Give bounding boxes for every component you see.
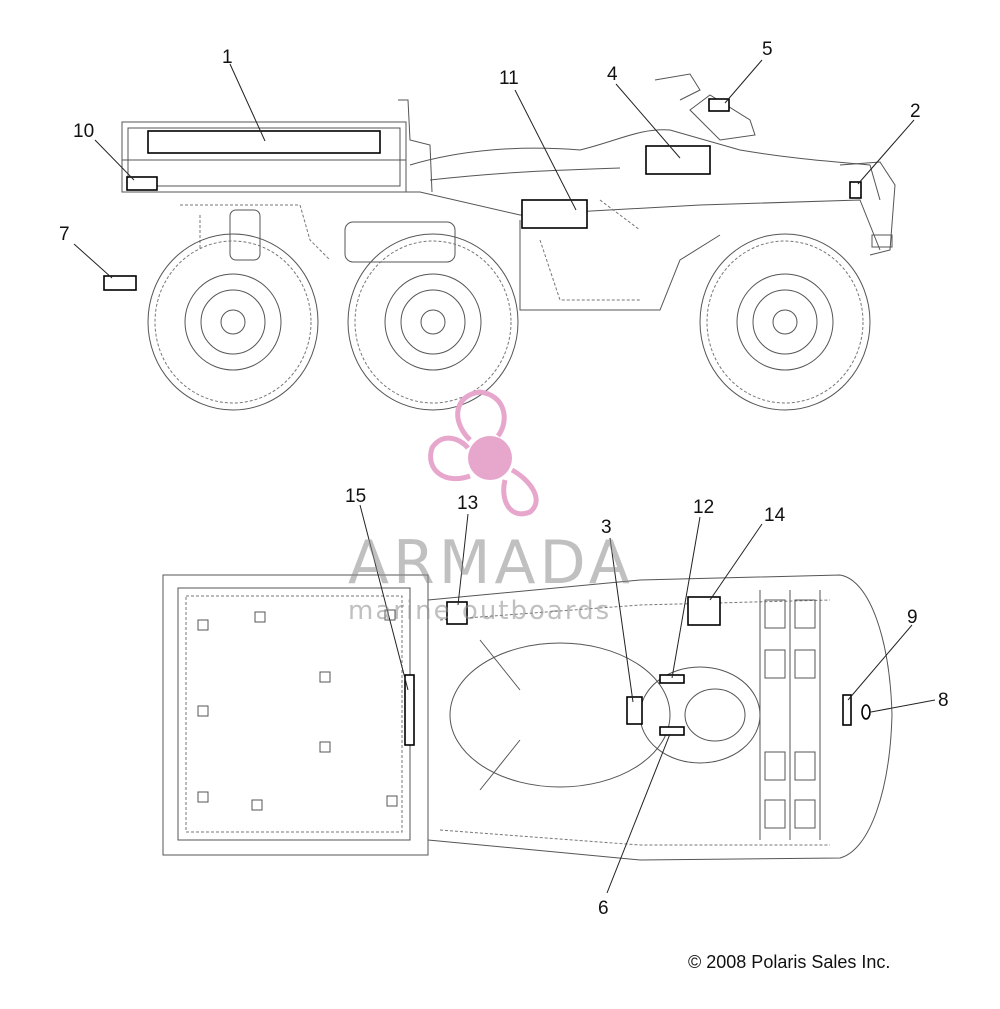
decal-13 — [446, 601, 468, 625]
decal-14 — [687, 596, 721, 626]
decal-11 — [521, 199, 588, 229]
decal-12 — [659, 674, 685, 684]
wheel-rear-1 — [147, 233, 319, 411]
decal-10 — [126, 176, 158, 191]
callout-5: 5 — [762, 39, 773, 60]
callout-8: 8 — [938, 690, 949, 711]
decal-6 — [659, 726, 685, 736]
decal-8 — [861, 704, 871, 720]
decal-15 — [404, 674, 415, 746]
callout-7: 7 — [59, 224, 70, 245]
decal-3 — [626, 696, 643, 725]
propeller-logo — [428, 389, 539, 517]
callout-10: 10 — [73, 121, 94, 142]
callout-6: 6 — [598, 898, 609, 919]
callout-12: 12 — [693, 497, 714, 518]
callout-1: 1 — [222, 47, 233, 68]
wheel-rear-2 — [347, 233, 519, 411]
callout-4: 4 — [607, 64, 618, 85]
watermark-tagline: marine outboards — [348, 596, 612, 626]
decal-5 — [708, 98, 730, 112]
callout-14: 14 — [764, 505, 786, 526]
side-view-vehicle — [121, 73, 896, 411]
wheel-front — [699, 233, 871, 411]
decal-2 — [849, 181, 862, 199]
decal-4 — [645, 145, 711, 175]
callout-3: 3 — [601, 517, 612, 538]
decal-9 — [842, 694, 852, 726]
watermark-brand: ARMADA — [348, 528, 634, 598]
callout-11: 11 — [499, 68, 519, 89]
decal-1 — [147, 130, 381, 154]
callout-15: 15 — [345, 486, 366, 507]
callout-13: 13 — [457, 493, 478, 514]
copyright-text: © 2008 Polaris Sales Inc. — [688, 952, 891, 972]
callout-2: 2 — [910, 101, 921, 122]
decal-7 — [103, 275, 137, 291]
callout-9: 9 — [907, 607, 918, 628]
cargo-box-top — [162, 574, 429, 856]
